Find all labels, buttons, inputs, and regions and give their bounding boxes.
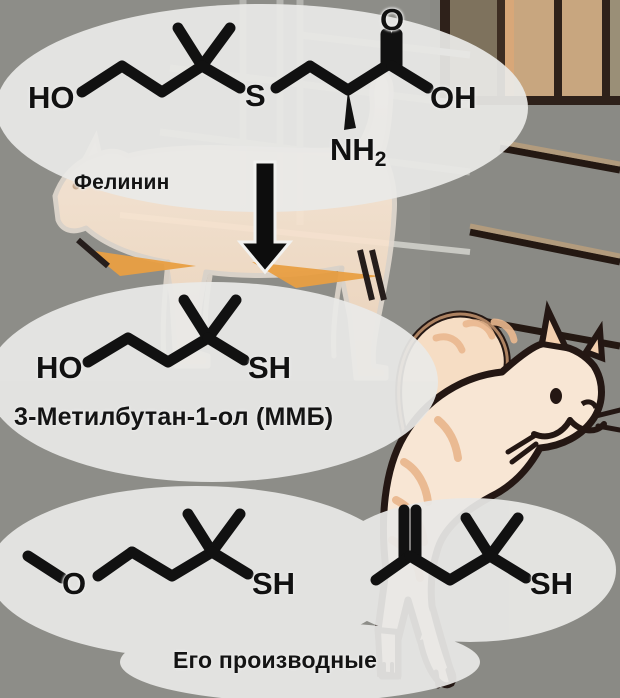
atom-label-sh-mmb: SH [248, 350, 292, 385]
ellipse-caption [120, 622, 480, 698]
atom-label-nh2-main: NH [330, 132, 375, 167]
caption-mmb: 3-Метилбутан-1-ол (ММБ) [14, 403, 334, 431]
atom-label-ho-mmb: HO [36, 350, 83, 385]
atom-label-ho-felinine: HO [28, 80, 75, 115]
atom-label-oh: OH [430, 80, 477, 115]
structure-derivative-ether [22, 508, 254, 584]
atom-label-nh2: NH2 [330, 132, 386, 172]
structure-mmb [82, 294, 250, 368]
window-panels [440, 0, 620, 110]
atom-label-sh-ether: SH [252, 566, 296, 601]
caption-felinine: Фелинин [74, 171, 170, 194]
atom-label-nh2-subscript: 2 [374, 148, 387, 171]
atom-label-o-carbonyl: O [380, 2, 405, 37]
caption-derivatives: Его производные [173, 647, 378, 673]
ellipse-mmb [0, 282, 438, 482]
structure-derivative-alkene [370, 504, 532, 586]
atom-label-sh-alkene: SH [530, 566, 574, 601]
ellipse-derivative-left [0, 486, 404, 658]
atom-label-o-ether: O [62, 566, 87, 601]
structure-felinine [76, 22, 434, 130]
atom-label-s: S [245, 78, 266, 113]
reaction-arrow [236, 160, 294, 275]
